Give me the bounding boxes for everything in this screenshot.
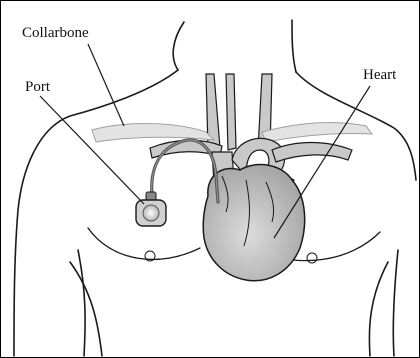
left-pectoral-line xyxy=(88,228,200,259)
port-leader-line xyxy=(40,96,144,204)
port-device xyxy=(136,192,166,226)
port-label: Port xyxy=(25,80,50,95)
subclavian-vein-right xyxy=(272,143,352,163)
left-arm-crease xyxy=(70,262,102,356)
right-collarbone xyxy=(262,123,372,142)
collarbone-leader-line xyxy=(88,44,124,126)
left-carotid xyxy=(226,74,236,150)
right-arm-crease xyxy=(393,250,398,356)
neck-left-line xyxy=(173,22,184,70)
neck-right-line xyxy=(292,20,296,72)
collarbone-label: Collarbone xyxy=(22,26,89,41)
left-arm-inner-line xyxy=(78,250,85,356)
heart-label: Heart xyxy=(363,68,396,83)
right-nipple xyxy=(307,253,317,263)
port-septum xyxy=(143,205,159,221)
heart-leader-line xyxy=(274,86,370,238)
right-arm-inner-line xyxy=(369,262,388,356)
heart xyxy=(203,165,304,281)
